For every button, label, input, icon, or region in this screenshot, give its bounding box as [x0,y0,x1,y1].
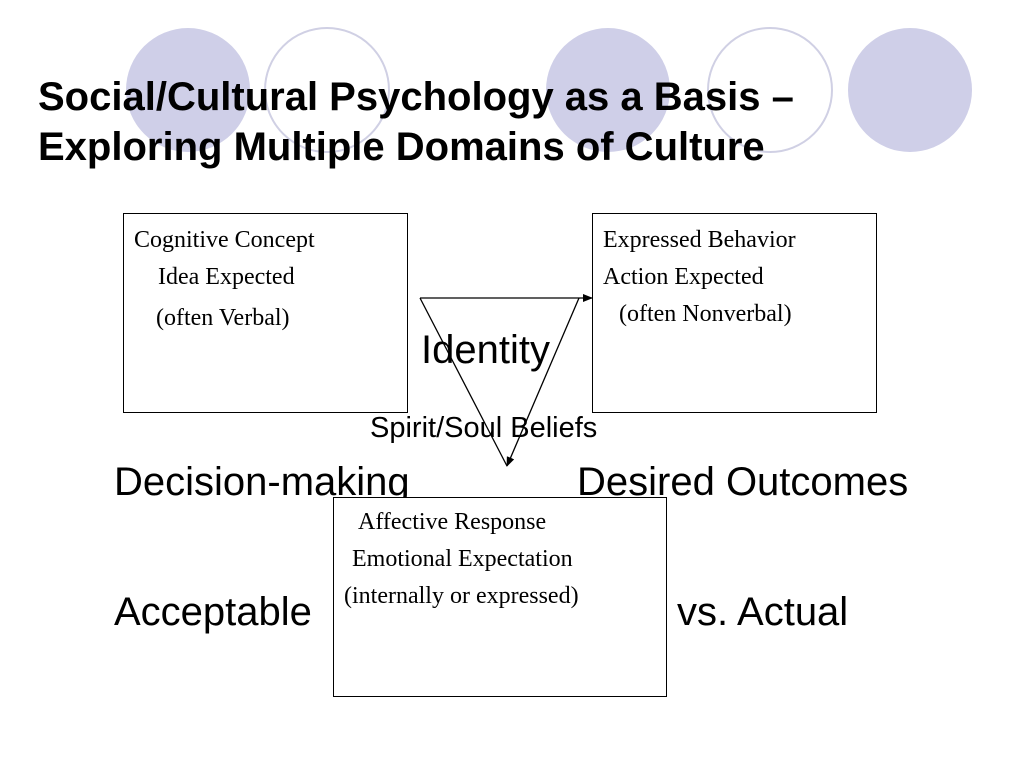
title-line-1: Social/Cultural Psychology as a Basis – [38,75,794,119]
arrow-to-affective [506,297,580,467]
title-line-2: Exploring Multiple Domains of Culture [38,125,765,169]
label-spirit-soul-beliefs: Spirit/Soul Beliefs [370,412,598,444]
arrow-to-cognitive [419,297,508,467]
label-decision-making: Decision-making [114,460,410,504]
label-identity: Identity [421,328,550,372]
decorative-circle [546,28,670,152]
label-desired-outcomes: Desired Outcomes [577,460,909,504]
label-vs-actual: vs. Actual [677,590,849,634]
behavior-line-1: Expressed Behavior [603,227,796,253]
decorative-circles [126,27,972,153]
expressed-behavior-box: Expressed Behavior Action Expected (ofte… [592,213,877,413]
cognitive-line-3: (often Verbal) [156,305,290,331]
affective-line-3: (internally or expressed) [344,583,579,609]
decorative-circle [126,28,250,152]
cognitive-line-2: Idea Expected [158,264,295,290]
label-acceptable: Acceptable [114,590,312,634]
decorative-circle [264,27,390,153]
behavior-line-2: Action Expected [603,264,764,290]
slide-title: Social/Cultural Psychology as a Basis – … [38,72,998,172]
affective-line-2: Emotional Expectation [352,546,573,572]
affective-line-1: Affective Response [358,509,547,535]
decorative-circle [848,28,972,152]
affective-response-box: Affective Response Emotional Expectation… [333,497,667,697]
cognitive-concept-box: Cognitive Concept Idea Expected (often V… [123,213,408,413]
decorative-circle [707,27,833,153]
cognitive-line-1: Cognitive Concept [134,227,315,253]
behavior-line-3: (often Nonverbal) [619,301,792,327]
